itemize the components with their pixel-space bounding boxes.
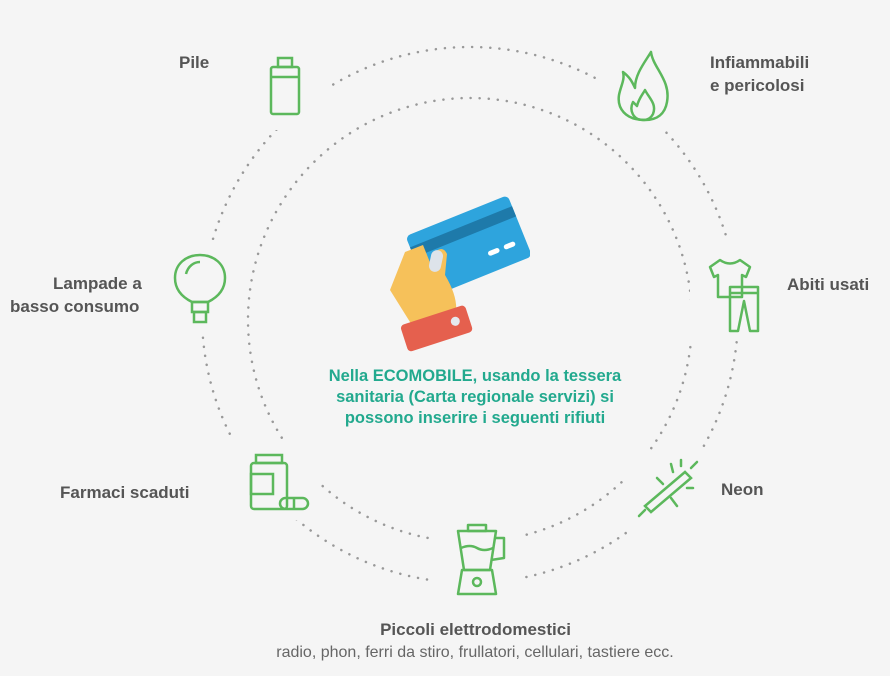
label-lampade: Lampade a basso consumo [10,272,142,318]
flame-icon [617,50,669,122]
label-lampade-line1: Lampade a [53,274,142,293]
label-pile: Pile [179,53,210,72]
label-infiammabili-line1: Infiammabili [710,53,810,72]
center-line2: sanitaria (Carta regionale servizi) si [336,388,614,406]
neon-tube-icon [637,458,699,518]
label-farmaci: Farmaci scaduti [60,483,190,502]
label-piccoli-sub: radio, phon, ferri da stiro, frullatori,… [276,644,674,661]
clothes-icon [708,258,760,333]
medicine-icon [249,453,310,511]
lightbulb-icon [173,253,227,324]
battery-icon [269,56,301,116]
center-description: Nella ECOMOBILE, usando la tessera sanit… [290,366,660,429]
label-infiammabili-line2: e pericolosi [710,76,805,95]
label-piccoli: Piccoli elettrodomestici [380,620,571,639]
label-neon: Neon [721,480,764,499]
hand-card-icon [390,196,530,352]
label-infiammabili: Infiammabili e pericolosi [710,51,809,97]
label-abiti: Abiti usati [787,275,870,294]
label-lampade-line2: basso consumo [10,297,140,316]
blender-icon [456,523,506,596]
center-line1: Nella ECOMOBILE, usando la tessera [328,367,622,385]
center-line3: possono inserire i seguenti rifiuti [344,409,606,427]
